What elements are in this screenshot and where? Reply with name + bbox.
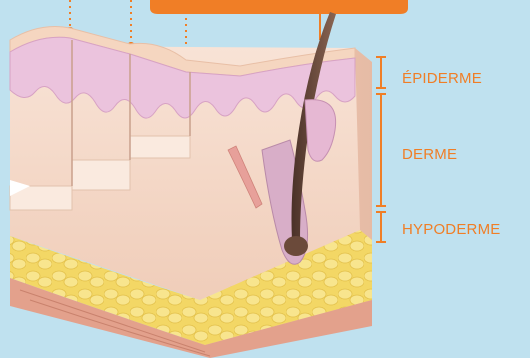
layer-brackets — [376, 57, 386, 242]
hair-bulb — [284, 236, 308, 256]
dermis-label: DERME — [402, 146, 457, 163]
callout-box — [150, 0, 408, 14]
epidermis-label: ÉPIDERME — [402, 70, 482, 87]
hypodermis-label: HYPODERME — [402, 221, 500, 238]
